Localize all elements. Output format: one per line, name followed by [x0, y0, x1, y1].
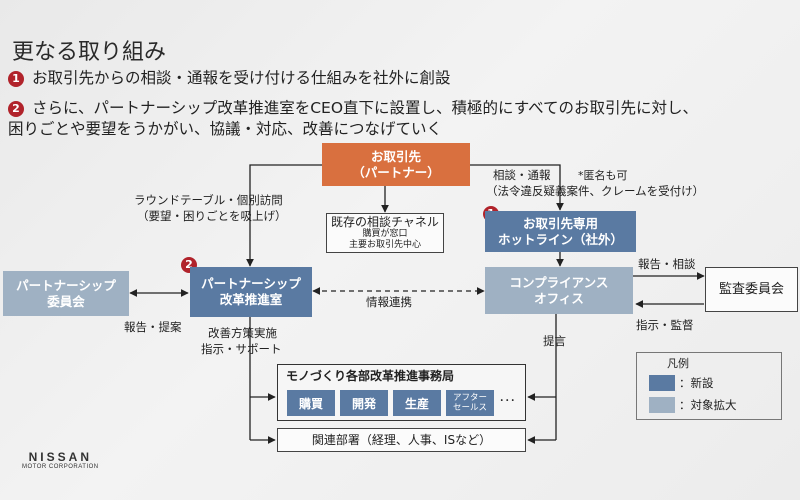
- bullet-2-text-line1: さらに、パートナーシップ改革推進室をCEO直下に設置し、積極的にすべてのお取引先…: [32, 99, 698, 117]
- legend-box: 凡例 ：新設 ：対象拡大: [636, 352, 782, 420]
- legend-swatch-new: [649, 375, 675, 391]
- label-instruct-audit: 指示・監督: [636, 318, 694, 332]
- dept-development: 開発: [340, 390, 388, 416]
- audit-label: 監査委員会: [718, 281, 784, 297]
- legend-label-new: ：新設: [679, 376, 714, 390]
- slide-title: 更なる取り組み: [12, 40, 167, 65]
- label-consult-2: （法令違反疑義案件、クレームを受付け）: [486, 184, 705, 198]
- bullet-2-text-line2: 困りごとや要望をうかがい、協議・対応、改善につなげていく: [8, 120, 443, 138]
- existing-channel-node: 既存の相談チャネル 購買が窓口 主要お取引先中心: [326, 213, 444, 253]
- compliance-line2: オフィス: [534, 290, 584, 306]
- hotline-line1: お取引先専用: [522, 215, 598, 231]
- dept-aftersales: アフター セールス: [446, 390, 494, 416]
- label-info-link: 情報連携: [366, 295, 412, 309]
- label-report-proposal: 報告・提案: [124, 320, 182, 334]
- committee-node: パートナーシップ 委員会: [3, 271, 129, 316]
- label-consult-1: 相談・通報: [493, 168, 551, 182]
- bullet-1-text: お取引先からの相談・通報を受け付ける仕組みを社外に創設: [32, 69, 451, 87]
- compliance-node: コンプライアンス オフィス: [485, 267, 633, 314]
- office-line1: パートナーシップ: [201, 276, 301, 291]
- dept-ellipsis: ･･･: [499, 394, 516, 407]
- existing-sub2: 主要お取引先中心: [348, 240, 421, 250]
- arrow-partner-to-hotline: [469, 164, 564, 211]
- legend-swatch-expanded: [649, 397, 675, 413]
- bullet-1: 1 お取引先からの相談・通報を受け付ける仕組みを社外に創設: [8, 68, 451, 89]
- label-roundtable-2: （要望・困りごとを吸上げ）: [137, 209, 287, 223]
- committee-line1: パートナーシップ: [16, 277, 116, 293]
- bullet-2: 2 さらに、パートナーシップ改革推進室をCEO直下に設置し、積極的にすべてのお取引…: [8, 98, 698, 119]
- related-label: 関連部署（経理、人事、ISなど）: [311, 433, 492, 447]
- compliance-line1: コンプライアンス: [509, 274, 609, 290]
- audit-committee-node: 監査委員会: [705, 267, 798, 312]
- label-advice: 提言: [543, 334, 566, 348]
- related-departments-node: 関連部署（経理、人事、ISなど）: [277, 428, 526, 452]
- office-line2: 改革推進室: [219, 292, 283, 307]
- partner-line2: （パートナー）: [352, 164, 440, 180]
- bullet-2-line2: 困りごとや要望をうかがい、協議・対応、改善につなげていく: [8, 119, 442, 140]
- dept-production: 生産: [393, 390, 441, 416]
- bullet-number-1: 1: [8, 71, 24, 87]
- label-anonymous: *匿名も可: [578, 169, 628, 182]
- partner-line1: お取引先: [370, 148, 421, 164]
- partner-node: お取引先 （パートナー）: [322, 143, 470, 186]
- monozukuri-title: モノづくり各部改革推進事務局: [286, 369, 455, 383]
- arrow-partner-to-office: [246, 164, 322, 267]
- label-roundtable-1: ラウンドテーブル・個別訪問: [134, 193, 283, 207]
- dept-purchasing: 購買: [287, 390, 335, 416]
- hotline-line2: ホットライン（社外）: [497, 231, 623, 247]
- legend-title: 凡例: [667, 357, 689, 370]
- committee-line2: 委員会: [47, 293, 85, 309]
- legend-label-expanded: ：対象拡大: [679, 398, 737, 412]
- existing-title: 既存の相談チャネル: [331, 215, 439, 229]
- nissan-logo: NISSAN MOTOR CORPORATION: [22, 450, 99, 470]
- bullet-number-2: 2: [8, 101, 24, 117]
- label-improve-2: 指示・サポート: [201, 342, 282, 356]
- existing-sub1: 購買が窓口: [362, 229, 408, 239]
- logo-sub: MOTOR CORPORATION: [22, 464, 99, 470]
- hotline-node: お取引先専用 ホットライン（社外）: [485, 211, 636, 252]
- logo-brand: NISSAN: [28, 450, 92, 464]
- partnership-office-node: パートナーシップ 改革推進室: [190, 267, 312, 317]
- label-report-consult: 報告・相談: [638, 257, 696, 271]
- label-improve-1: 改善方策実施: [208, 326, 277, 340]
